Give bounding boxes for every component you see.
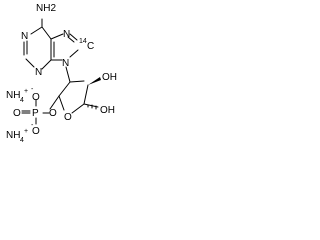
phosphate-o-ester-label: O — [49, 108, 57, 119]
adenine-five-ring-bonds — [50, 33, 79, 61]
hash-bond-3prime — [87, 104, 97, 110]
c8-isotope-mass: 14 — [79, 38, 87, 45]
counterion-subscript: 4 — [20, 97, 24, 104]
n7-label: N — [63, 29, 70, 40]
n3-label: N — [35, 67, 42, 78]
phosphate-o-minus-lower-label: O — [32, 126, 40, 137]
wedge-bond-2prime — [88, 77, 101, 85]
hydroxyl-2prime-label: OH — [102, 72, 117, 83]
phosphate-o-minus-lower-charge: - — [31, 122, 34, 129]
ribose-ring-bonds — [49, 66, 99, 114]
n9-label: N — [62, 58, 69, 69]
counterion-ammonium-2: NH 4 + — [6, 128, 28, 144]
phosphorus-label: P — [32, 108, 39, 119]
phosphate-o-minus-label: O — [32, 92, 40, 103]
chemical-structure-diagram: NH2 N N N N 14 C O OH OH - O O P O - O N… — [6, 3, 117, 144]
ribose-oxygen-label: O — [64, 112, 72, 123]
n1-label: N — [21, 31, 28, 42]
counterion-label: NH — [6, 90, 20, 101]
c8-symbol: C — [87, 41, 94, 52]
counterion-label: NH — [6, 130, 20, 141]
phosphate-o-double-label: O — [13, 108, 21, 119]
counterion-ammonium-1: NH 4 + — [6, 88, 28, 104]
phosphate-bonds — [21, 99, 50, 125]
counterion-charge: + — [24, 88, 28, 95]
counterion-charge: + — [24, 128, 28, 135]
hydroxyl-3prime-label: OH — [100, 105, 115, 116]
counterion-subscript: 4 — [20, 137, 24, 144]
adenine-six-ring-bonds — [23, 18, 55, 70]
amino-nh2-label: NH2 — [36, 3, 56, 14]
phosphate-o-minus-charge: - — [31, 86, 34, 93]
